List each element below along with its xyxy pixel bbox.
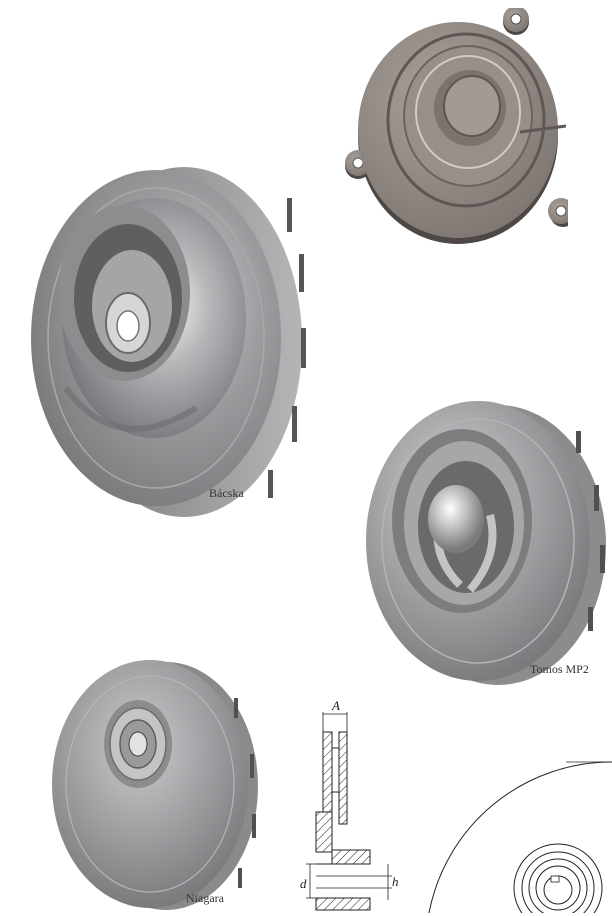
niagara-impeller-render (52, 660, 258, 910)
impeller-technical-drawing: A d h (300, 700, 612, 913)
dim-A-label: A (331, 700, 340, 713)
dim-d-label: d (300, 876, 307, 891)
dim-h-label: h (392, 874, 399, 889)
niagara-label: Niagara (186, 891, 224, 905)
cover-plate-render (345, 8, 568, 244)
tomos-label: Tomos MP2 (530, 662, 589, 676)
backska-impeller-render (31, 167, 306, 517)
backska-label: Bácska (209, 486, 244, 500)
tomos-impeller-render (366, 401, 606, 685)
